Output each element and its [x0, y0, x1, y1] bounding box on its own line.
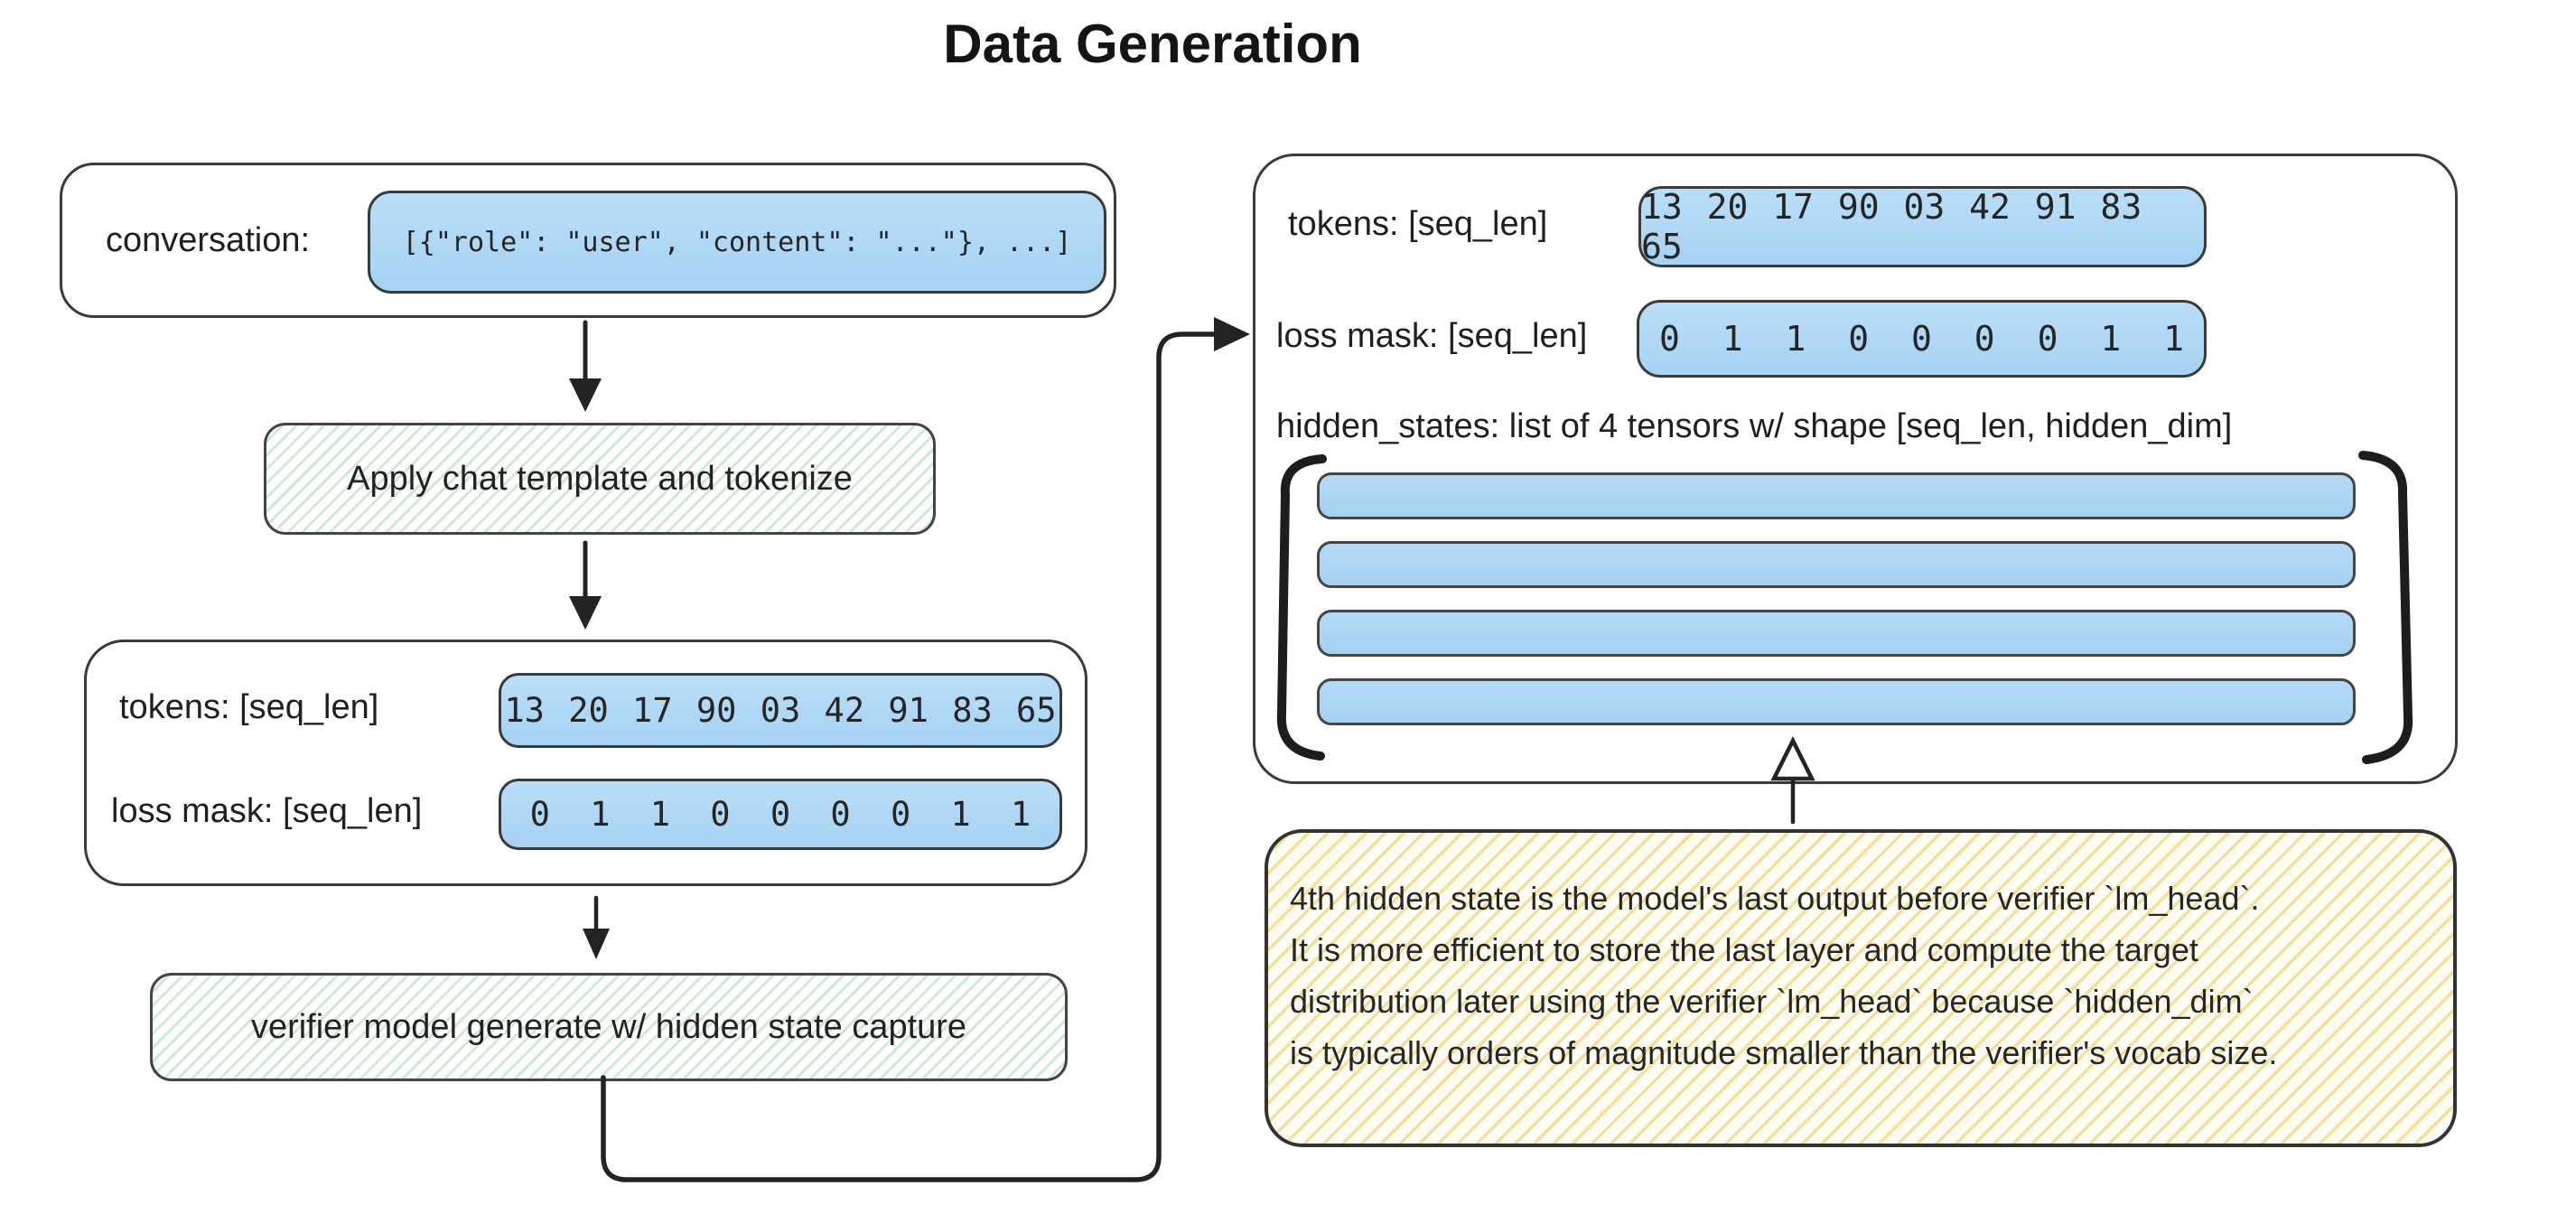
- note-line: 4th hidden state is the model's last out…: [1290, 880, 2260, 917]
- arrow-down-icon: [583, 895, 610, 959]
- note-line: distribution later using the verifier `l…: [1290, 983, 2254, 1020]
- loss-mask-values-pill: 0 1 1 0 0 0 0 1 1: [499, 779, 1062, 850]
- tokens-values-pill: 13 20 17 90 03 42 91 83 65: [499, 673, 1062, 748]
- tokens-label: tokens: [seq_len]: [119, 688, 379, 726]
- hidden-states-label: hidden_states: list of 4 tensors w/ shap…: [1276, 407, 2233, 445]
- note-line: is typically orders of magnitude smaller…: [1290, 1034, 2278, 1071]
- output-loss-mask-label: loss mask: [seq_len]: [1276, 316, 1588, 355]
- conversation-code-pill: [{"role": "user", "content": "..."}, ...…: [368, 191, 1106, 294]
- output-tokens-values-pill: 13 20 17 90 03 42 91 83 65: [1638, 186, 2207, 267]
- note-box: 4th hidden state is the model's last out…: [1265, 829, 2457, 1147]
- tokens-lossmask-box: tokens: [seq_len] 13 20 17 90 03 42 91 8…: [84, 640, 1087, 886]
- tensor-bar: [1317, 610, 2356, 657]
- tensor-bar: [1317, 541, 2356, 588]
- tensor-bar: [1317, 472, 2356, 519]
- step-verifier-generate: verifier model generate w/ hidden state …: [150, 973, 1068, 1081]
- loss-mask-label: loss mask: [seq_len]: [111, 792, 423, 830]
- step-apply-chat-template: Apply chat template and tokenize: [264, 423, 936, 535]
- note-line: It is more efficient to store the last l…: [1290, 931, 2198, 968]
- page-title: Data Generation: [943, 14, 1362, 74]
- arrow-down-icon: [569, 540, 602, 630]
- conversation-label: conversation:: [106, 220, 311, 259]
- tensor-bars: [1317, 472, 2356, 725]
- conversation-box: conversation: [{"role": "user", "content…: [60, 163, 1116, 318]
- tensor-bar: [1317, 678, 2356, 725]
- output-tokens-label: tokens: [seq_len]: [1288, 204, 1548, 243]
- output-box: tokens: [seq_len] 13 20 17 90 03 42 91 8…: [1253, 154, 2458, 784]
- arrow-down-icon: [569, 320, 602, 412]
- output-loss-mask-values-pill: 0 1 1 0 0 0 0 1 1: [1637, 300, 2207, 378]
